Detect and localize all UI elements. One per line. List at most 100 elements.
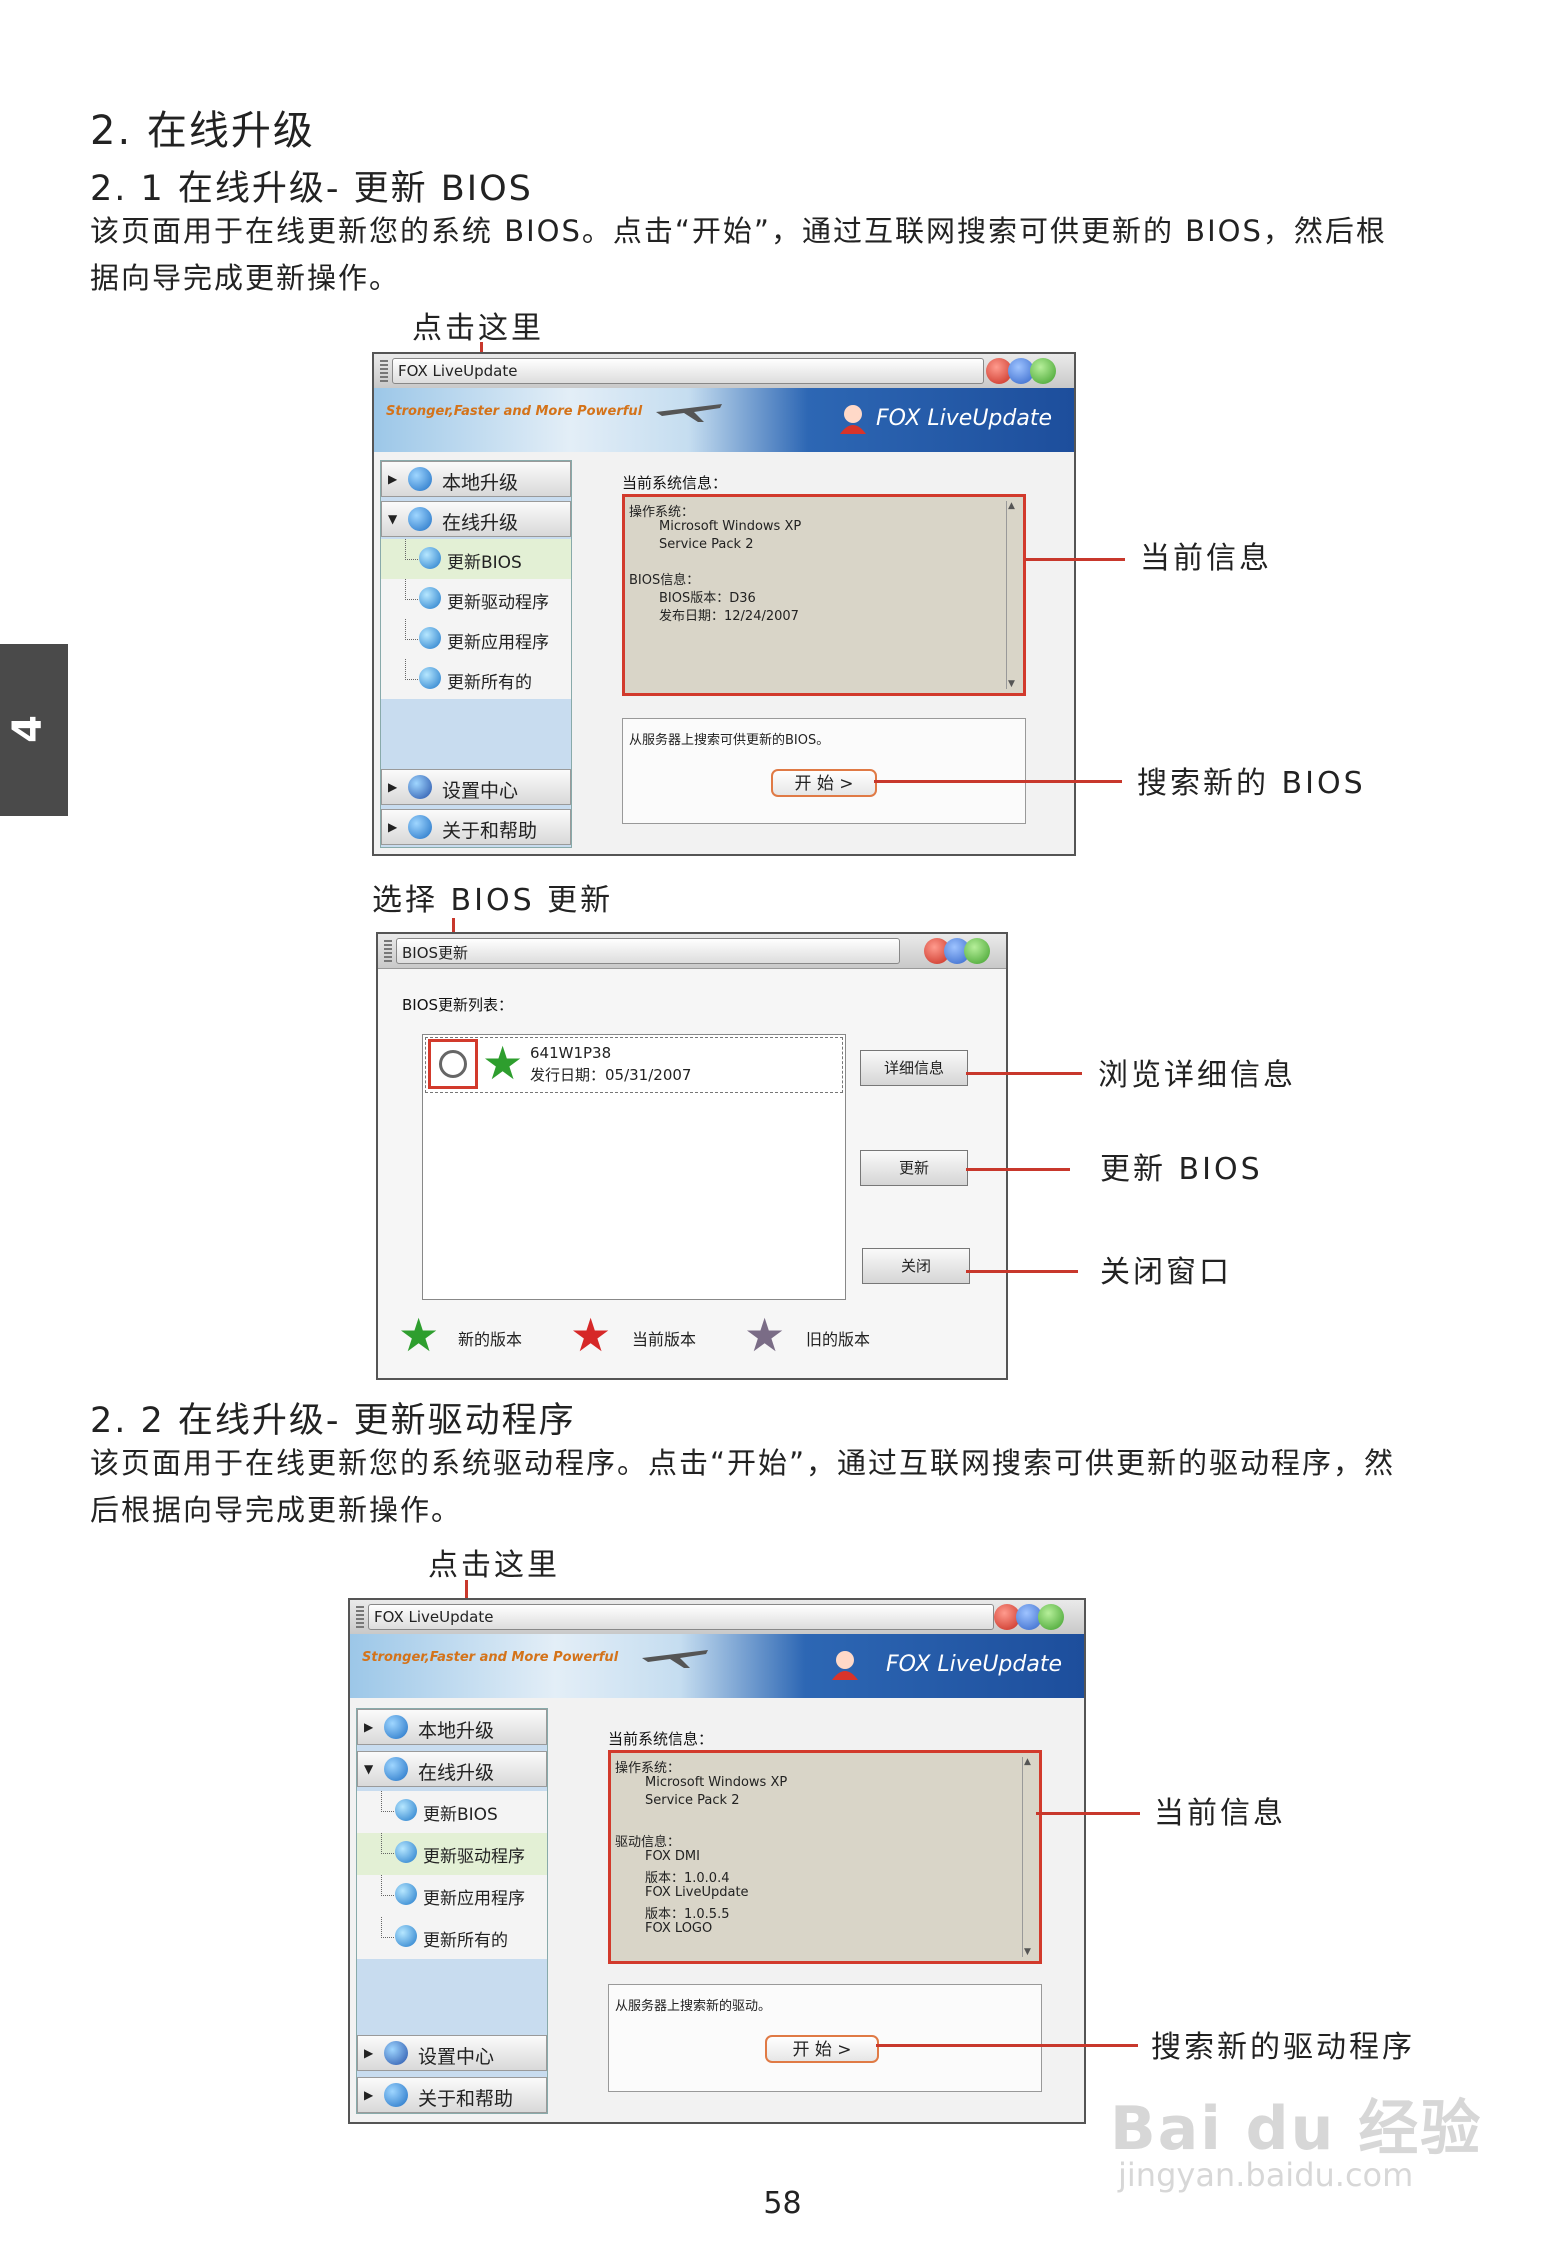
minimize-icon[interactable]	[994, 1604, 1020, 1630]
grip-icon	[356, 1606, 364, 1628]
globe-icon	[419, 547, 441, 569]
start-button[interactable]: 开 始 >	[771, 769, 877, 797]
airplane-icon	[656, 404, 722, 422]
callout-close-window: 关闭窗口	[1100, 1255, 1232, 1290]
help-icon	[384, 2083, 408, 2107]
start-button[interactable]: 开 始 >	[765, 2035, 879, 2063]
current-info-box: 操作系统： Microsoft Windows XP Service Pack …	[608, 1750, 1042, 1964]
scroll-down-icon[interactable]: ▼	[1008, 679, 1015, 689]
subsection-2-2-title: 2. 2 在线升级- 更新驱动程序	[90, 1401, 576, 1441]
minimize-icon[interactable]	[986, 358, 1012, 384]
watermark-url: jingyan.baidu.com	[1118, 2156, 1414, 2194]
globe-icon	[384, 1757, 408, 1781]
banner-slogan: Stronger,Faster and More Powerful	[362, 1650, 619, 1665]
scrollbar[interactable]: ▲ ▼	[1022, 1757, 1035, 1957]
callout-line	[876, 2044, 1138, 2047]
nav-online-update[interactable]: ▼ 在线升级	[357, 1751, 547, 1787]
help-icon	[408, 815, 432, 839]
window-title: FOX LiveUpdate	[398, 362, 518, 380]
sidebar: ▶ 本地升级 ▼ 在线升级 更新BIOS 更新驱动程序 更新应用程序 更新所	[380, 460, 572, 848]
collapse-arrow-icon: ▼	[388, 512, 398, 526]
airplane-icon	[642, 1650, 708, 1668]
callout-line	[966, 1072, 1082, 1075]
gear-icon	[384, 2041, 408, 2065]
window-title: FOX LiveUpdate	[374, 1608, 494, 1626]
expand-arrow-icon: ▶	[388, 472, 398, 486]
nav-update-bios[interactable]: 更新BIOS	[357, 1791, 547, 1833]
watermark-logo: Bai du 经验	[1110, 2094, 1483, 2164]
nav-local-update[interactable]: ▶ 本地升级	[381, 461, 571, 497]
list-item[interactable]: ★ 641W1P38 发行日期：05/31/2007	[425, 1037, 843, 1093]
callout-click-here: 点击这里	[412, 311, 544, 346]
computer-icon	[384, 1715, 408, 1739]
nav-help[interactable]: ▶ 关于和帮助	[381, 809, 571, 845]
maximize-icon[interactable]	[1016, 1604, 1042, 1630]
callout-search-bios: 搜索新的 BIOS	[1137, 766, 1366, 801]
app-window: FOX LiveUpdate Stronger,Faster and More …	[372, 352, 1076, 856]
legend-old: 旧的版本	[806, 1330, 871, 1349]
nav-settings[interactable]: ▶ 设置中心	[357, 2035, 547, 2071]
title-bar: FOX LiveUpdate	[374, 354, 1074, 389]
banner: Stronger,Faster and More Powerful FOX Li…	[374, 388, 1074, 452]
globe-icon	[395, 1883, 417, 1905]
nav-update-all[interactable]: 更新所有的	[357, 1917, 547, 1959]
callout-current-info: 当前信息	[1140, 541, 1272, 576]
callout-update-bios: 更新 BIOS	[1100, 1152, 1263, 1187]
grip-icon	[384, 940, 392, 962]
action-box: 从服务器上搜索可供更新的BIOS。 开 始 >	[622, 718, 1026, 824]
bios-list: ★ 641W1P38 发行日期：05/31/2007	[422, 1034, 846, 1300]
scroll-up-icon[interactable]: ▲	[1008, 501, 1015, 511]
nav-settings[interactable]: ▶ 设置中心	[381, 769, 571, 805]
nav-update-app[interactable]: 更新应用程序	[357, 1875, 547, 1917]
details-button[interactable]: 详细信息	[860, 1050, 968, 1086]
expand-arrow-icon: ▶	[364, 2088, 374, 2102]
banner-brand: FOX LiveUpdate	[875, 406, 1052, 431]
nav-update-bios[interactable]: 更新BIOS	[381, 539, 571, 579]
new-version-star-icon: ★	[398, 1308, 440, 1362]
callout-line	[874, 780, 1122, 783]
expand-arrow-icon: ▶	[364, 2046, 374, 2060]
scroll-down-icon[interactable]: ▼	[1024, 1947, 1031, 1957]
nav-update-all[interactable]: 更新所有的	[381, 659, 571, 699]
subsection-2-1-title: 2. 1 在线升级- 更新 BIOS	[90, 169, 533, 209]
scrollbar[interactable]: ▲ ▼	[1006, 501, 1019, 689]
maximize-icon[interactable]	[1008, 358, 1034, 384]
expand-arrow-icon: ▶	[388, 820, 398, 834]
current-system-info-label: 当前系统信息：	[622, 474, 728, 492]
close-icon[interactable]	[1030, 358, 1056, 384]
new-version-star-icon: ★	[482, 1036, 524, 1090]
computer-icon	[408, 467, 432, 491]
globe-icon	[419, 587, 441, 609]
fox-logo-icon	[832, 1651, 858, 1680]
action-box: 从服务器上搜索新的驱动。 开 始 >	[608, 1984, 1042, 2092]
nav-online-update[interactable]: ▼ 在线升级	[381, 501, 571, 537]
update-button[interactable]: 更新	[860, 1150, 968, 1186]
subsection-2-1-paragraph: 该页面用于在线更新您的系统 BIOS。点击“开始”，通过互联网搜索可供更新的 B…	[90, 214, 1387, 295]
banner: Stronger,Faster and More Powerful FOX Li…	[350, 1634, 1084, 1698]
title-bar: FOX LiveUpdate	[350, 1600, 1084, 1635]
scroll-up-icon[interactable]: ▲	[1024, 1757, 1031, 1767]
banner-slogan: Stronger,Faster and More Powerful	[386, 404, 643, 419]
callout-line	[1025, 558, 1125, 561]
globe-icon	[395, 1925, 417, 1947]
action-text: 从服务器上搜索可供更新的BIOS。	[629, 733, 830, 748]
select-radio[interactable]	[428, 1039, 478, 1089]
close-button[interactable]: 关闭	[862, 1248, 970, 1284]
nav-update-app[interactable]: 更新应用程序	[381, 619, 571, 659]
callout-current-info: 当前信息	[1154, 1796, 1286, 1831]
close-icon[interactable]	[964, 938, 990, 964]
close-icon[interactable]	[1038, 1604, 1064, 1630]
sidebar: ▶ 本地升级 ▼ 在线升级 更新BIOS 更新驱动程序 更新应用程序 更新所	[356, 1708, 548, 2114]
current-info-box: 操作系统： Microsoft Windows XP Service Pack …	[622, 494, 1026, 696]
nav-update-driver[interactable]: 更新驱动程序	[381, 579, 571, 619]
fox-logo-icon	[840, 405, 866, 434]
callout-search-driver: 搜索新的驱动程序	[1151, 2030, 1415, 2065]
bios-update-dialog: BIOS更新 BIOS更新列表： ★ 641W1P38 发行日期：05/31/2…	[376, 932, 1008, 1380]
nav-local-update[interactable]: ▶ 本地升级	[357, 1709, 547, 1745]
globe-icon	[419, 667, 441, 689]
callout-line	[1036, 1812, 1140, 1815]
nav-update-driver[interactable]: 更新驱动程序	[357, 1833, 547, 1875]
title-bar: BIOS更新	[378, 934, 1006, 969]
nav-help[interactable]: ▶ 关于和帮助	[357, 2077, 547, 2113]
bios-item-date: 发行日期：05/31/2007	[530, 1066, 692, 1084]
